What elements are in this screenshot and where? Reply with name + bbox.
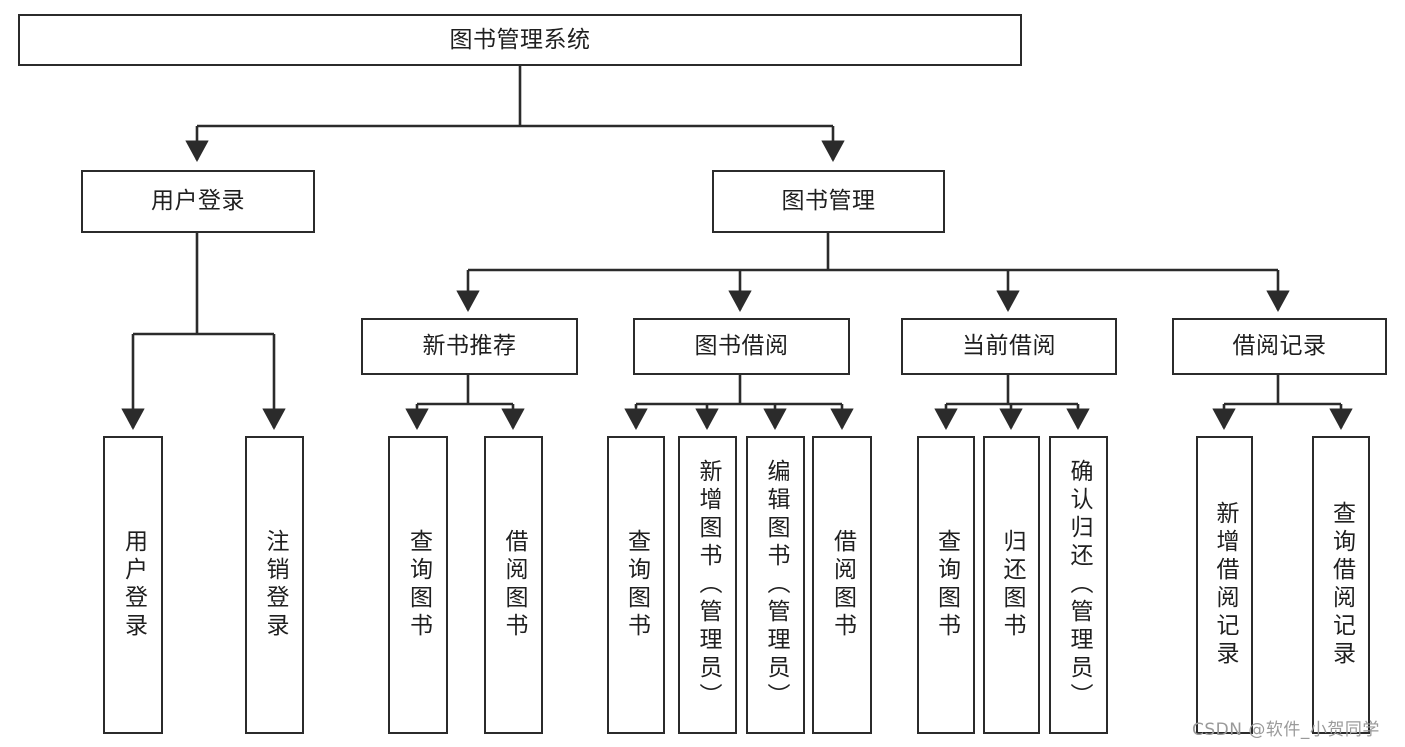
node-book-manage-label: 图书管理 xyxy=(781,188,876,215)
node-leaf-query-book-2[interactable]: 查询图书 xyxy=(607,436,665,734)
node-leaf-borrow-book-2[interactable]: 借阅图书 xyxy=(812,436,872,734)
node-leaf-query-borrow-record-label: 查询借阅记录 xyxy=(1328,501,1355,669)
node-book-borrow-label: 图书借阅 xyxy=(694,333,789,360)
node-leaf-query-book-1-label: 查询图书 xyxy=(405,529,432,641)
node-book-borrow[interactable]: 图书借阅 xyxy=(633,318,850,375)
node-leaf-logout-login-label: 注销登录 xyxy=(262,529,288,641)
node-current-borrow[interactable]: 当前借阅 xyxy=(901,318,1117,375)
node-current-borrow-label: 当前借阅 xyxy=(962,333,1056,360)
node-new-book-rec[interactable]: 新书推荐 xyxy=(361,318,578,375)
node-user-login-label: 用户登录 xyxy=(151,188,245,215)
node-leaf-return-book-label: 归还图书 xyxy=(999,529,1025,641)
node-book-manage[interactable]: 图书管理 xyxy=(712,170,945,233)
node-leaf-borrow-book-1-label: 借阅图书 xyxy=(501,529,527,641)
node-leaf-user-login-label: 用户登录 xyxy=(120,529,147,641)
node-leaf-borrow-book-2-label: 借阅图书 xyxy=(829,529,856,641)
node-leaf-query-book-3[interactable]: 查询图书 xyxy=(917,436,975,734)
node-leaf-confirm-return-admin[interactable]: 确认归还（管理员） xyxy=(1049,436,1108,734)
node-leaf-borrow-book-1[interactable]: 借阅图书 xyxy=(484,436,543,734)
node-leaf-add-book-admin-label: 新增图书（管理员） xyxy=(695,459,721,711)
node-root[interactable]: 图书管理系统 xyxy=(18,14,1022,66)
node-root-label: 图书管理系统 xyxy=(449,26,591,53)
node-leaf-logout-login[interactable]: 注销登录 xyxy=(245,436,304,734)
node-leaf-confirm-return-admin-label: 确认归还（管理员） xyxy=(1066,459,1092,711)
node-new-book-rec-label: 新书推荐 xyxy=(422,333,517,360)
node-borrow-record-label: 借阅记录 xyxy=(1232,333,1327,360)
node-borrow-record[interactable]: 借阅记录 xyxy=(1172,318,1387,375)
node-leaf-edit-book-admin-label: 编辑图书（管理员） xyxy=(763,459,789,711)
csdn-watermark: CSDN @软件_小贺同学 xyxy=(1192,720,1380,740)
node-leaf-return-book[interactable]: 归还图书 xyxy=(983,436,1040,734)
node-leaf-add-borrow-record-label: 新增借阅记录 xyxy=(1212,501,1238,669)
node-leaf-add-borrow-record[interactable]: 新增借阅记录 xyxy=(1196,436,1253,734)
node-leaf-edit-book-admin[interactable]: 编辑图书（管理员） xyxy=(746,436,805,734)
node-leaf-query-book-1[interactable]: 查询图书 xyxy=(388,436,448,734)
node-leaf-user-login[interactable]: 用户登录 xyxy=(103,436,163,734)
node-leaf-query-book-2-label: 查询图书 xyxy=(623,529,650,641)
node-leaf-add-book-admin[interactable]: 新增图书（管理员） xyxy=(678,436,737,734)
node-user-login[interactable]: 用户登录 xyxy=(81,170,315,233)
node-leaf-query-book-3-label: 查询图书 xyxy=(933,529,960,641)
node-leaf-query-borrow-record[interactable]: 查询借阅记录 xyxy=(1312,436,1370,734)
